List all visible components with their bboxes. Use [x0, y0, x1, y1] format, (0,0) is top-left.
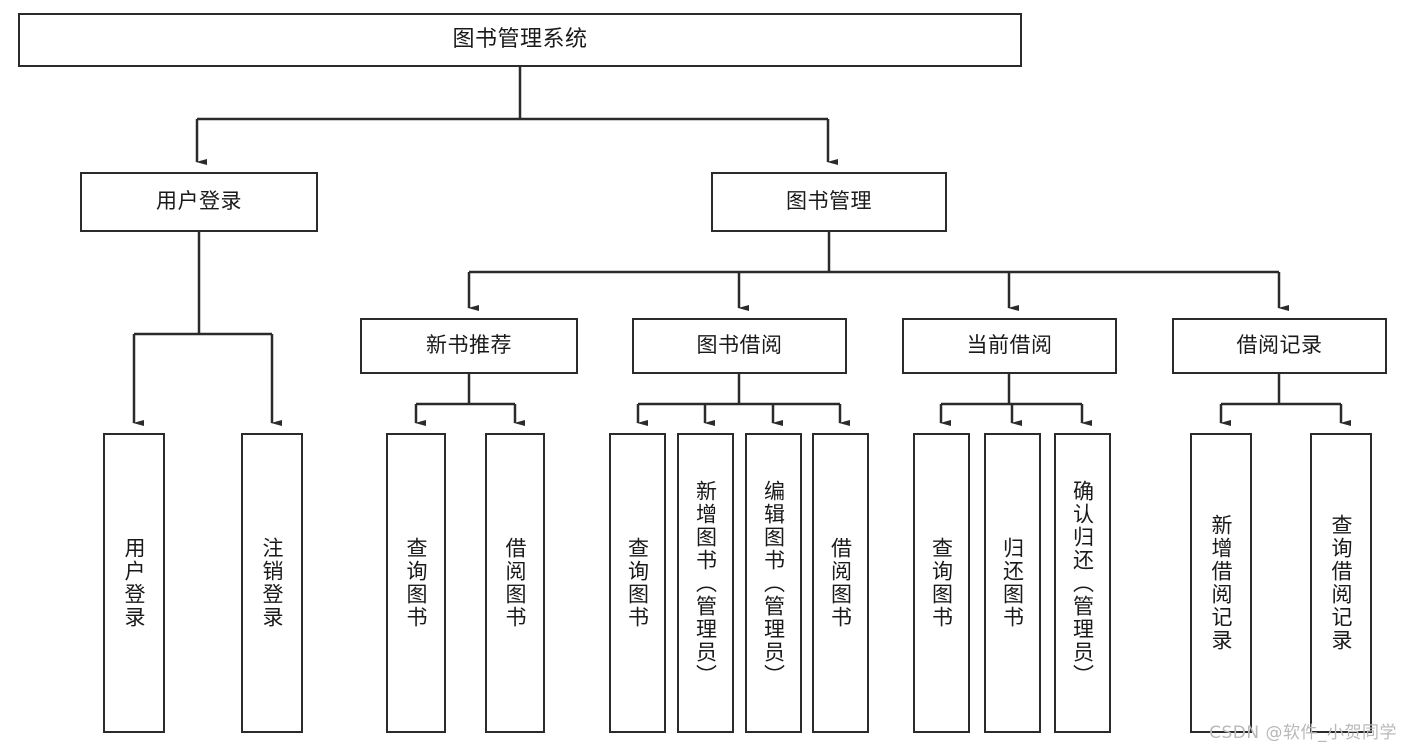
node-borrow-record-label: 借阅记录	[1236, 333, 1323, 358]
node-leaf-edit-book[interactable]: 编辑图书（管理员）	[745, 433, 802, 733]
node-new-book-recommend-label: 新书推荐	[426, 333, 512, 358]
node-leaf-query-book-3-label: 查询图书	[929, 537, 954, 629]
node-borrow-record[interactable]: 借阅记录	[1172, 318, 1387, 374]
node-leaf-query-book-2[interactable]: 查询图书	[609, 433, 666, 733]
node-leaf-user-login[interactable]: 用户登录	[103, 433, 165, 733]
node-leaf-add-record[interactable]: 新增借阅记录	[1190, 433, 1252, 733]
node-leaf-borrow-book-2[interactable]: 借阅图书	[812, 433, 869, 733]
node-leaf-return-book[interactable]: 归还图书	[984, 433, 1041, 733]
node-leaf-borrow-book-1[interactable]: 借阅图书	[485, 433, 545, 733]
node-current-borrow[interactable]: 当前借阅	[902, 318, 1117, 374]
node-leaf-logout-login[interactable]: 注销登录	[241, 433, 303, 733]
node-leaf-query-record-label: 查询借阅记录	[1329, 514, 1354, 652]
node-leaf-confirm-return-label: 确认归还（管理员）	[1070, 479, 1095, 687]
node-leaf-user-login-label: 用户登录	[122, 537, 147, 629]
node-leaf-confirm-return[interactable]: 确认归还（管理员）	[1054, 433, 1111, 733]
node-current-borrow-label: 当前借阅	[966, 333, 1053, 358]
node-leaf-borrow-book-2-label: 借阅图书	[828, 537, 853, 629]
node-leaf-query-book-1[interactable]: 查询图书	[386, 433, 446, 733]
node-book-borrow-label: 图书借阅	[696, 333, 783, 358]
node-root-label: 图书管理系统	[452, 26, 588, 52]
node-leaf-add-record-label: 新增借阅记录	[1209, 514, 1234, 652]
node-leaf-return-book-label: 归还图书	[1000, 537, 1025, 629]
node-leaf-query-record[interactable]: 查询借阅记录	[1310, 433, 1372, 733]
node-book-manage-label: 图书管理	[786, 189, 872, 214]
node-leaf-add-book-label: 新增图书（管理员）	[693, 479, 718, 687]
node-leaf-query-book-2-label: 查询图书	[625, 537, 650, 629]
node-book-manage[interactable]: 图书管理	[711, 172, 947, 232]
node-leaf-borrow-book-1-label: 借阅图书	[503, 537, 528, 629]
node-leaf-query-book-3[interactable]: 查询图书	[913, 433, 970, 733]
node-user-login[interactable]: 用户登录	[80, 172, 318, 232]
node-book-borrow[interactable]: 图书借阅	[632, 318, 847, 374]
node-leaf-edit-book-label: 编辑图书（管理员）	[761, 479, 786, 687]
node-leaf-query-book-1-label: 查询图书	[404, 537, 429, 629]
node-leaf-logout-login-label: 注销登录	[260, 537, 285, 629]
node-leaf-add-book[interactable]: 新增图书（管理员）	[677, 433, 734, 733]
node-new-book-recommend[interactable]: 新书推荐	[360, 318, 578, 374]
watermark: CSDN @软件_小贺同学	[1209, 723, 1397, 743]
node-user-login-label: 用户登录	[156, 189, 242, 214]
node-root[interactable]: 图书管理系统	[18, 13, 1022, 67]
